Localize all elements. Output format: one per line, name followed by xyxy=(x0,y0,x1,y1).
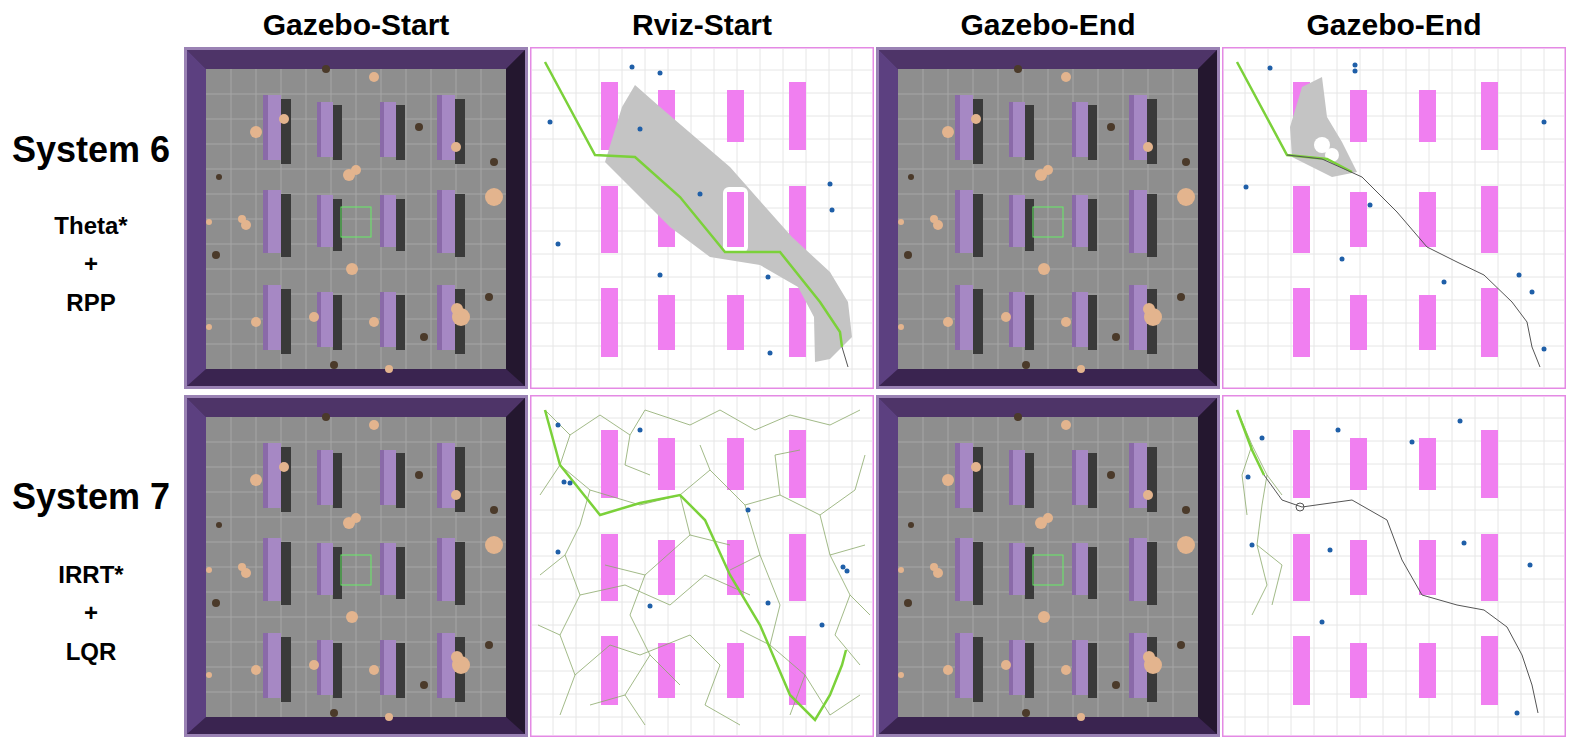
costmap-region xyxy=(1290,77,1357,177)
global-path xyxy=(1237,410,1264,475)
trajectory xyxy=(1264,475,1538,713)
rviz-view xyxy=(530,47,874,389)
system7-start-overlay xyxy=(538,410,870,725)
row-title: System 7 xyxy=(12,477,170,517)
pedestrians xyxy=(1244,63,1547,352)
plus-sign: + xyxy=(84,251,98,277)
rviz-view xyxy=(1222,47,1566,389)
pedestrians xyxy=(1246,419,1533,716)
system6-start-overlay xyxy=(545,62,852,367)
column-header: Gazebo-End xyxy=(960,8,1135,41)
obstacle xyxy=(727,192,744,247)
gazebo-view xyxy=(876,47,1220,389)
system6-end-overlay xyxy=(1237,62,1547,367)
column-header: Gazebo-End xyxy=(1306,8,1481,41)
global-path xyxy=(545,62,842,347)
method-name: Theta* xyxy=(54,213,127,239)
column-header: Rviz-Start xyxy=(632,8,772,41)
rviz-view xyxy=(1222,395,1566,737)
row-title: System 6 xyxy=(12,130,170,170)
rviz-view xyxy=(530,395,874,737)
rrt-tree xyxy=(1237,410,1282,615)
trajectory xyxy=(1287,155,1540,367)
pedestrians xyxy=(556,423,850,628)
gazebo-view xyxy=(876,395,1220,737)
rrt-tree xyxy=(538,410,870,725)
plus-sign: + xyxy=(84,600,98,626)
method-name: RPP xyxy=(66,290,115,316)
gazebo-view xyxy=(184,395,528,737)
method-name: IRRT* xyxy=(58,562,123,588)
method-name: LQR xyxy=(66,639,117,665)
inflation xyxy=(723,187,748,253)
gazebo-view xyxy=(184,47,528,389)
global-path xyxy=(545,410,846,720)
column-header: Gazebo-Start xyxy=(263,8,450,41)
costmap-region xyxy=(605,85,852,362)
pedestrians xyxy=(548,65,835,356)
trajectory xyxy=(842,347,848,367)
system7-end-overlay xyxy=(1237,410,1538,716)
